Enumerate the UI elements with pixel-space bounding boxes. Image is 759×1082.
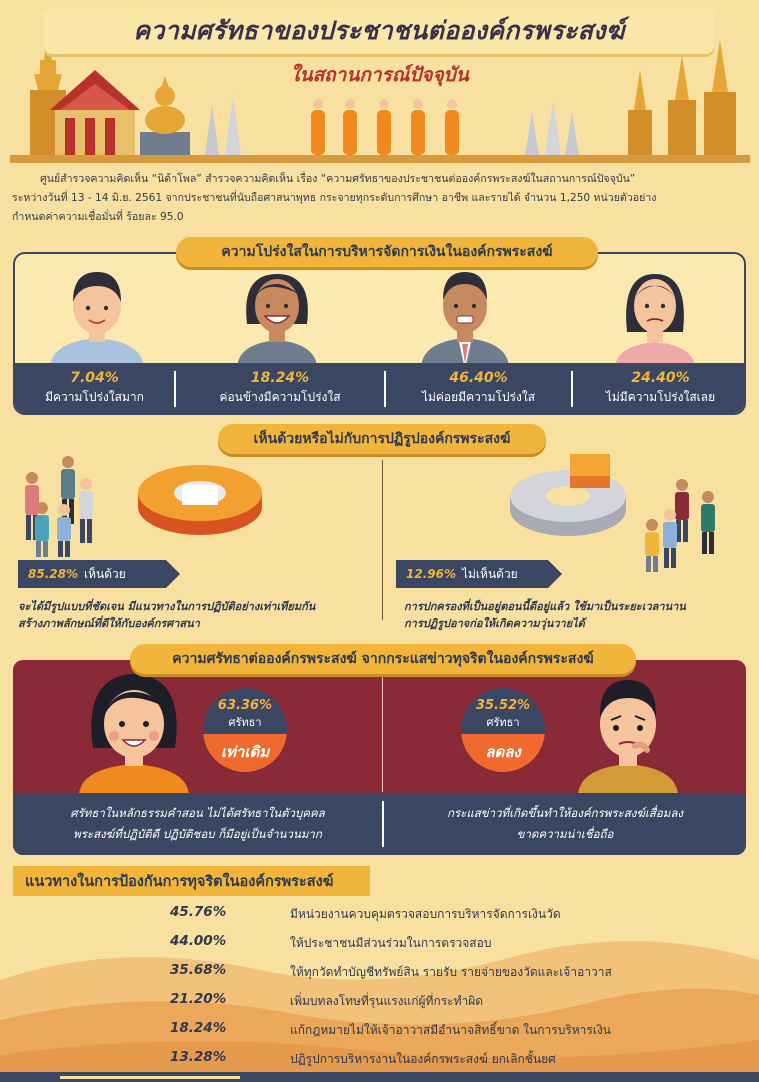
faith-same-text-2: พระสงฆ์ที่ปฏิบัติดี ปฏิบัติชอบ ก็มีอยู่เ… [73, 827, 322, 841]
transparency-results-bar: 7.04% มีความโปร่งใสมาก 18.24% ค่อนข้างมี… [15, 363, 744, 413]
transparency-item: 18.24% ค่อนข้างมีความโปร่งใส [176, 363, 384, 413]
face-woman-1-icon [237, 274, 317, 369]
faith-less-text-2: ขาดความน่าเชื่อถือ [516, 827, 614, 841]
divider [571, 371, 573, 407]
prevention-text: ให้ทุกวัดทำบัญชีทรัพย์สิน รายรับ รายจ่าย… [290, 965, 612, 979]
prevention-percent: 35.68% [170, 962, 227, 978]
faith-section-title: ความศรัทธาต่อองค์กรพระสงฆ์ จากกระแสข่าวท… [130, 644, 636, 674]
disagree-label: ไม่เห็นด้วย [461, 566, 518, 581]
faith-same-text-1: ศรัทธาในหลักธรรมคำสอน ไม่ได้ศรัทธาในตัวบ… [70, 806, 325, 820]
header-illustration [10, 30, 750, 163]
prevention-percent: 45.76% [170, 904, 227, 920]
divider [382, 801, 384, 847]
prevention-section-title: แนวทางในการป้องกันการทุจริตในองค์กรพระสง… [13, 866, 370, 896]
reform-section-title: เห็นด้วยหรือไม่กับการปฏิรูปองค์กรพระสงฆ์ [218, 424, 546, 454]
agree-note-1: จะได้มีรูปแบบที่ชัดเจน มีแนวทางในการปฏิบ… [18, 600, 316, 613]
prevention-text: ให้ประชาชนมีส่วนร่วมในการตรวจสอบ [290, 936, 492, 950]
prevention-item: 35.68% ให้ทุกวัดทำบัญชีทรัพย์สิน รายรับ … [0, 962, 759, 984]
agree-note-2: สร้างภาพลักษณ์ที่ดีให้กับองค์กรศาสนา [18, 617, 200, 630]
faith-less-circle: 35.52% ศรัทธา ลดลง [461, 688, 545, 772]
woman-smiling-icon [79, 674, 189, 795]
title-banner: ความศรัทธาของประชาชนต่อองค์กรพระสงฆ์ [44, 8, 714, 54]
transparency-label: ไม่ค่อยมีความโปร่งใส [421, 389, 536, 404]
agree-ring-chart [138, 465, 262, 535]
transparency-percent: 46.40% [449, 369, 508, 386]
faith-same-percent: 63.36% [217, 698, 273, 713]
faith-less-label: ศรัทธา [486, 716, 520, 729]
transparency-panel: 7.04% มีความโปร่งใสมาก 18.24% ค่อนข้างมี… [13, 252, 746, 415]
divider [174, 371, 176, 407]
face-man-1-icon [50, 272, 144, 369]
transparency-label: ค่อนข้างมีความโปร่งใส [219, 389, 341, 404]
people-group-disagree-icon [645, 479, 715, 572]
page-title: ความศรัทธาของประชาชนต่อองค์กรพระสงฆ์ [133, 16, 625, 45]
disagree-note-2: การปฏิรูปอาจก่อให้เกิดความวุ่นวายได้ [404, 617, 585, 630]
prevention-item: 44.00% ให้ประชาชนมีส่วนร่วมในการตรวจสอบ [0, 933, 759, 955]
transparency-item: 24.40% ไม่มีความโปร่งใสเลย [573, 363, 744, 413]
intro-line-2: ระหว่างวันที่ 13 - 14 มิ.ย. 2561 จากประช… [12, 192, 657, 204]
faith-same-circle: 63.36% ศรัทธา เท่าเดิม [203, 688, 287, 772]
reform-divider [382, 460, 383, 620]
prevention-percent: 18.24% [170, 1020, 227, 1036]
prevention-text: ปฏิรูปการบริหารงานในองค์กรพระสงฆ์ ยกเลิก… [290, 1052, 556, 1066]
disagree-ring-chart [510, 454, 626, 536]
prevention-item: 45.76% มีหน่วยงานควบคุมตรวจสอบการบริหารจ… [0, 904, 759, 926]
prevention-text: มีหน่วยงานควบคุมตรวจสอบการบริหารจัดการเง… [290, 907, 561, 921]
prevention-text: เพิ่มบทลงโทษที่รุนแรงแก่ผู้ที่กระทำผิด [290, 994, 484, 1008]
transparency-section-title: ความโปร่งใสในการบริหารจัดการเงินในองค์กร… [176, 237, 598, 267]
faith-panel: 63.36% ศรัทธา เท่าเดิม 35.52% ศรัทธา ลดล… [13, 660, 746, 855]
faith-less-status: ลดลง [461, 734, 545, 772]
transparency-percent: 7.04% [70, 369, 119, 386]
transparency-faces [50, 272, 695, 369]
page-subtitle: ในสถานการณ์ปัจจุบัน [290, 64, 469, 86]
faith-same-label: ศรัทธา [228, 716, 262, 729]
man-worried-icon [578, 680, 678, 794]
prevention-percent: 44.00% [170, 933, 227, 949]
transparency-label: มีความโปร่งใสมาก [45, 389, 144, 404]
desert-dunes-background [0, 941, 759, 1082]
face-man-2-icon [421, 272, 509, 369]
faith-less-percent: 35.52% [475, 698, 531, 713]
transparency-percent: 24.40% [631, 369, 690, 386]
prevention-percent: 21.20% [170, 991, 227, 1007]
transparency-label: ไม่มีความโปร่งใสเลย [605, 389, 716, 404]
prevention-item: 21.20% เพิ่มบทลงโทษที่รุนแรงแก่ผู้ที่กระ… [0, 991, 759, 1013]
transparency-percent: 18.24% [250, 369, 310, 386]
transparency-item: 7.04% มีความโปร่งใสมาก [15, 363, 174, 413]
intro-line-3: กำหนดค่าความเชื่อมั่นที่ ร้อยละ 95.0 [12, 211, 184, 223]
agree-percent: 85.28% [28, 567, 78, 581]
faith-less-text-1: กระแสข่าวที่เกิดขึ้นทำให้องค์กรพระสงฆ์เส… [447, 806, 683, 820]
faith-reasons-bar: ศรัทธาในหลักธรรมคำสอน ไม่ได้ศรัทธาในตัวบ… [13, 793, 746, 855]
prevention-item: 18.24% แก้กฎหมายไม่ให้เจ้าอาวาสมีอำนาจสิ… [0, 1020, 759, 1042]
agree-tag: 85.28% เห็นด้วย [18, 560, 180, 588]
transparency-item: 46.40% ไม่ค่อยมีความโปร่งใส [386, 363, 571, 413]
divider [384, 371, 386, 407]
disagree-percent: 12.96% [406, 567, 456, 581]
disagree-note-1: การปกครองที่เป็นอยู่ตอนนี้ดีอยู่แล้ว ใช้… [404, 600, 686, 613]
people-group-agree-icon [25, 456, 93, 557]
prevention-percent: 13.28% [170, 1049, 227, 1065]
agree-label: เห็นด้วย [83, 566, 126, 581]
prevention-item: 13.28% ปฏิรูปการบริหารงานในองค์กรพระสงฆ์… [0, 1049, 759, 1071]
faith-divider [382, 674, 383, 792]
faith-same-status: เท่าเดิม [203, 734, 287, 772]
disagree-tag: 12.96% ไม่เห็นด้วย [396, 560, 562, 588]
face-woman-2-icon [615, 274, 695, 369]
prevention-text: แก้กฎหมายไม่ให้เจ้าอาวาสมีอำนาจสิทธิ์ขาด… [290, 1023, 612, 1037]
intro-line-1: ศูนย์สำรวจความคิดเห็น “นิด้าโพล” สำรวจคว… [40, 173, 636, 185]
